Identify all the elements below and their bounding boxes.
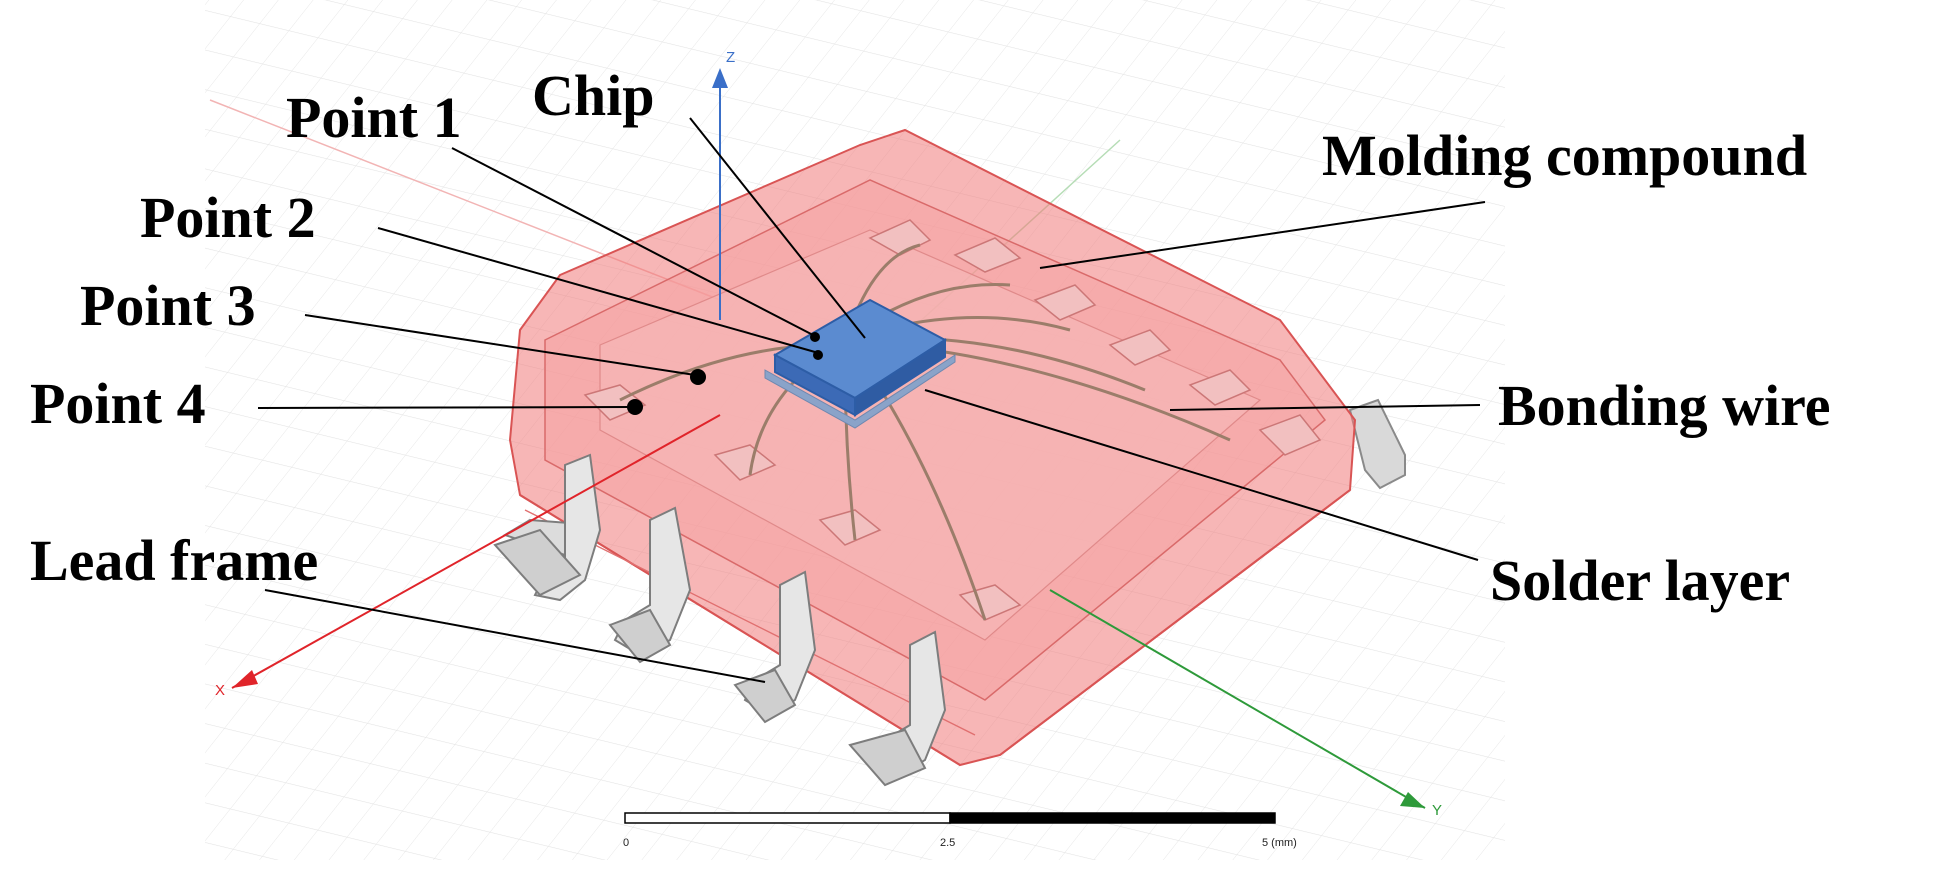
lead-pads bbox=[583, 219, 1322, 621]
y-axis-arrow bbox=[1400, 792, 1425, 808]
point4-marker bbox=[627, 399, 643, 415]
measurement-points bbox=[627, 332, 823, 415]
point4-label: Point 4 bbox=[30, 371, 206, 436]
scale-bar: 0 2.5 5 (mm) bbox=[623, 812, 1297, 849]
point3-marker bbox=[690, 369, 706, 385]
y-axis bbox=[1049, 589, 1426, 809]
scale-tick-0: 0 bbox=[623, 837, 629, 849]
molding-compound bbox=[508, 128, 1357, 767]
solder-layer bbox=[764, 354, 956, 429]
solder-layer-label: Solder layer bbox=[1490, 548, 1790, 613]
chip bbox=[772, 298, 947, 417]
x-axis bbox=[231, 414, 721, 689]
point1-label: Point 1 bbox=[286, 85, 462, 150]
lead-frame-label: Lead frame bbox=[30, 528, 318, 593]
y-axis-label: Y bbox=[1432, 802, 1442, 819]
z-axis-arrow bbox=[712, 68, 728, 88]
point3-label: Point 3 bbox=[80, 273, 256, 338]
bonding-wire-label: Bonding wire bbox=[1498, 373, 1831, 438]
z-axis-label: Z bbox=[726, 49, 735, 66]
x-axis-label: X bbox=[215, 682, 225, 699]
x-axis-arrow bbox=[232, 670, 258, 688]
point2-marker bbox=[813, 350, 823, 360]
leader-lines bbox=[257, 117, 1486, 683]
scale-tick-1: 2.5 bbox=[940, 837, 955, 849]
molding-compound-label: Molding compound bbox=[1322, 123, 1807, 188]
axes: X Y Z bbox=[215, 49, 1442, 819]
labels: Chip Point 1 Point 2 Point 3 Point 4 Mol… bbox=[30, 63, 1831, 613]
chip-label: Chip bbox=[532, 63, 655, 128]
scale-tick-2: 5 (mm) bbox=[1262, 837, 1297, 849]
point2-label: Point 2 bbox=[140, 185, 316, 250]
lead-frame-far-side bbox=[1348, 398, 1406, 490]
